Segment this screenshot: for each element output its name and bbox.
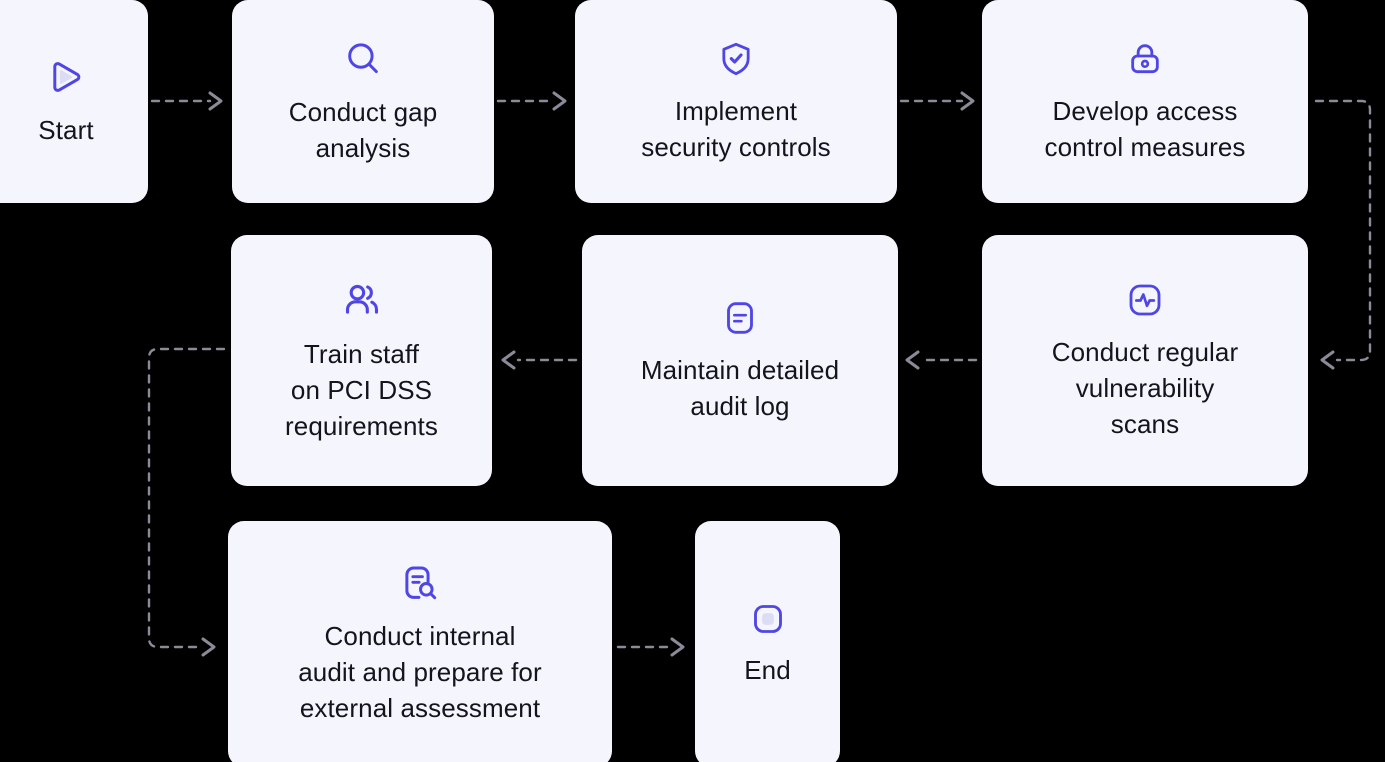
document-search-icon — [399, 562, 441, 604]
node-label: Develop access control measures — [1044, 95, 1246, 162]
node-start[interactable]: Start — [0, 0, 148, 203]
node-label: Train staff on PCI DSS requirements — [285, 338, 438, 441]
shield-check-icon — [716, 39, 756, 79]
node-conduct-gap-analysis[interactable]: Conduct gap analysis — [232, 0, 494, 203]
node-conduct-internal-audit[interactable]: Conduct internal audit and prepare for e… — [228, 521, 612, 762]
document-lines-icon — [720, 298, 760, 338]
connector-train-to-internal — [147, 347, 226, 649]
lock-icon — [1125, 39, 1165, 79]
arrowhead-to-gap — [208, 91, 223, 111]
node-label: Conduct regular vulnerability scans — [1051, 336, 1239, 439]
stop-square-icon — [749, 600, 787, 638]
node-conduct-regular-vulnerability-scans[interactable]: Conduct regular vulnerability scans — [982, 235, 1308, 486]
arrowhead-to-controls — [552, 91, 567, 111]
node-label: End — [744, 655, 791, 685]
activity-pulse-icon — [1125, 280, 1165, 320]
arrowhead-to-auditlog — [905, 350, 920, 370]
node-label: Maintain detailed audit log — [640, 354, 840, 421]
arrowhead-to-access — [960, 91, 975, 111]
node-label: Start — [38, 114, 94, 145]
node-label: Conduct gap analysis — [288, 96, 438, 163]
connector-access-to-vuln — [1314, 99, 1372, 362]
arrowhead-to-train — [501, 350, 516, 370]
node-implement-security-controls[interactable]: Implement security controls — [575, 0, 897, 203]
arrowhead-to-vuln — [1320, 350, 1335, 370]
play-icon — [45, 56, 87, 98]
arrowhead-to-internal — [201, 637, 216, 657]
magnifier-icon — [342, 38, 384, 80]
node-end[interactable]: End — [695, 521, 840, 762]
node-label: Conduct internal audit and prepare for e… — [298, 621, 542, 723]
node-label: Implement security controls — [641, 95, 831, 162]
users-icon — [340, 278, 384, 322]
node-train-staff-pci-dss[interactable]: Train staff on PCI DSS requirements — [231, 235, 492, 486]
node-develop-access-control-measures[interactable]: Develop access control measures — [982, 0, 1308, 203]
arrowhead-to-end — [670, 637, 685, 657]
node-maintain-detailed-audit-log[interactable]: Maintain detailed audit log — [582, 235, 898, 486]
